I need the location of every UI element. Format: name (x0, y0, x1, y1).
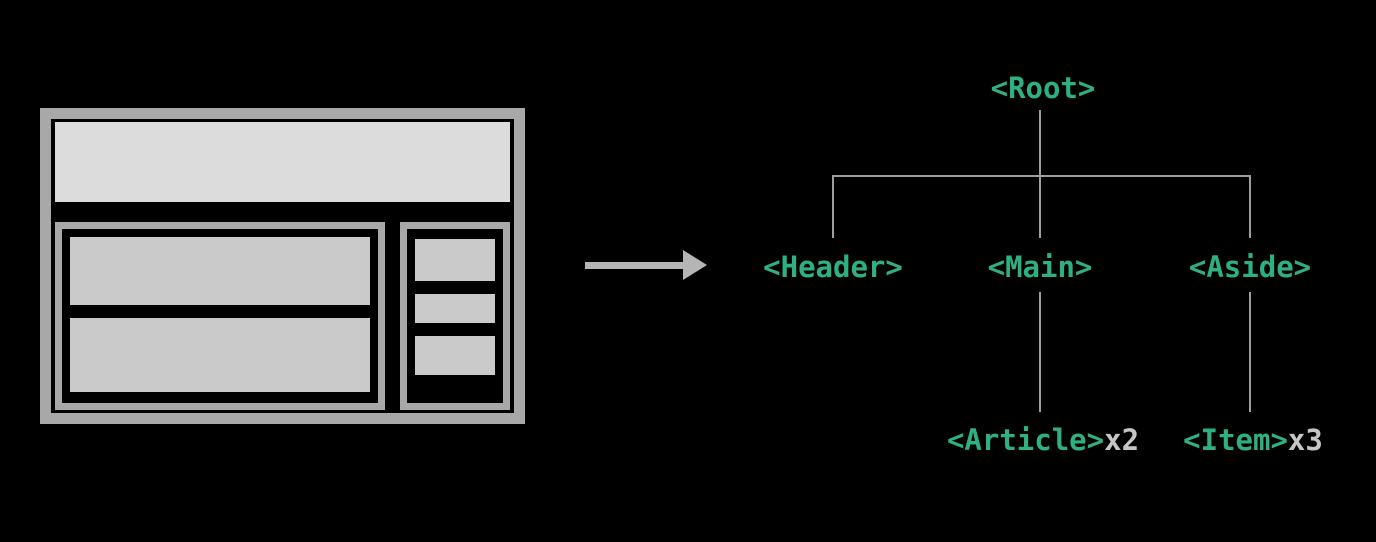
right-arrow-icon (585, 262, 683, 269)
tree-line-main-stub (1039, 175, 1041, 238)
layout-wireframe (40, 108, 525, 424)
tree-node-item-label: <Item> (1183, 423, 1288, 457)
tree-line-aside-to-item (1249, 292, 1251, 412)
right-arrow-head-icon (683, 250, 707, 280)
tree-node-root: <Root> (990, 71, 1096, 105)
tree-node-article: <Article>x2 (947, 423, 1139, 457)
wireframe-item-block-2 (415, 294, 495, 323)
tree-line-header-stub (832, 175, 834, 238)
tree-node-item-count: x3 (1287, 423, 1323, 457)
wireframe-item-block-1 (415, 239, 495, 281)
wireframe-article-block-1 (70, 237, 370, 305)
wireframe-aside-panel (400, 222, 510, 410)
tree-node-article-label: <Article> (946, 423, 1105, 457)
tree-node-article-count: x2 (1104, 423, 1140, 457)
wireframe-header-block (55, 122, 510, 202)
tree-node-aside: <Aside> (1188, 250, 1312, 284)
tree-line-main-to-article (1039, 292, 1041, 412)
tree-line-aside-stub (1249, 175, 1251, 238)
tree-node-item: <Item>x3 (1183, 423, 1323, 457)
tree-line-horizontal (832, 175, 1251, 177)
tree-line-root-vertical (1039, 110, 1041, 176)
wireframe-item-block-3 (415, 336, 495, 375)
tree-node-main: <Main> (987, 250, 1093, 284)
wireframe-main-panel (55, 222, 385, 410)
tree-node-header: <Header> (763, 250, 903, 284)
wireframe-article-block-2 (70, 318, 370, 392)
